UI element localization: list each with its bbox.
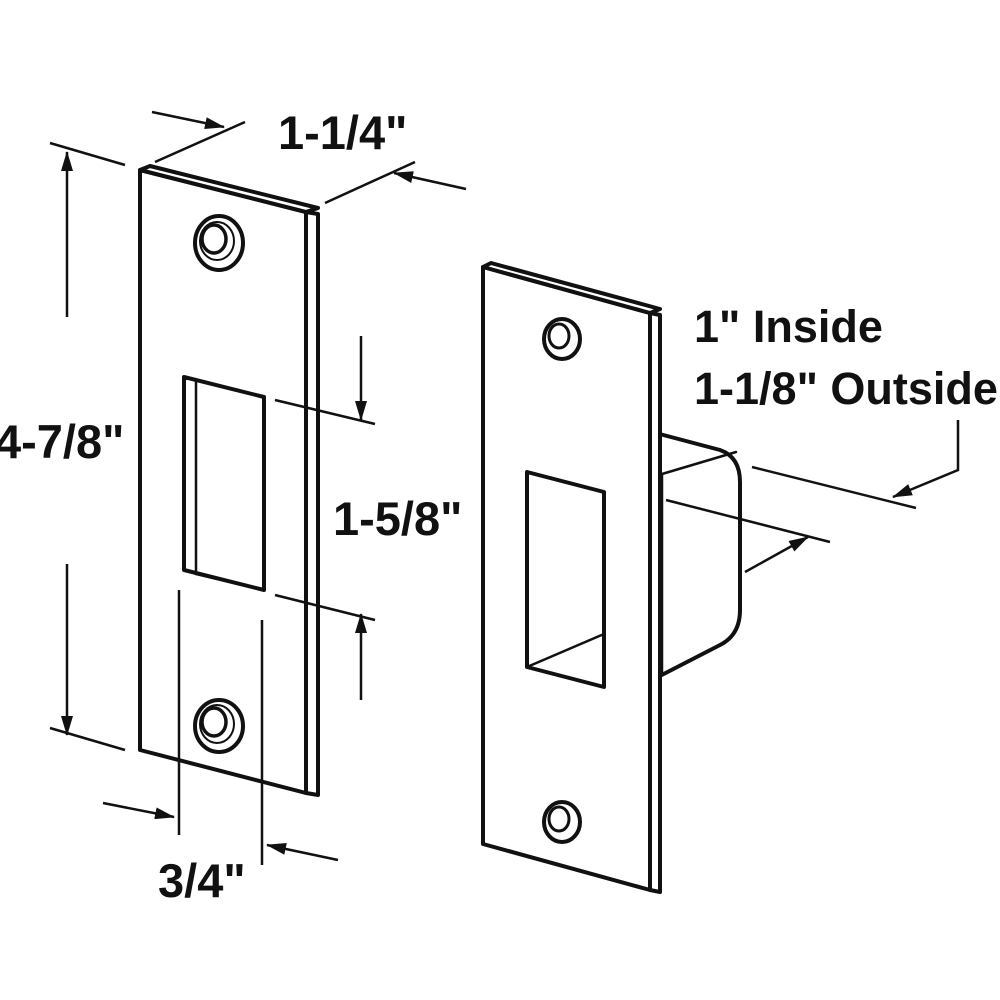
box-depth-inside-label: 1" Inside	[694, 301, 883, 352]
box-depth-outside-label: 1-1/8" Outside	[694, 363, 998, 414]
plate-height-label: 4-7/8"	[0, 415, 124, 468]
box-plate-opening	[525, 470, 606, 689]
plate-width-label: 1-1/4"	[278, 106, 407, 159]
plate-height-dimension-lines	[49, 141, 126, 752]
box-strike	[481, 261, 742, 894]
flat-plate-bottom-screw-hole	[193, 698, 245, 754]
box-strike-box	[650, 430, 742, 682]
opening-width-label: 3/4"	[158, 854, 246, 907]
opening-width-dimension-lines	[102, 590, 339, 865]
opening-height-dimension-lines	[274, 336, 376, 700]
flat-plate-top-screw-hole	[193, 214, 245, 272]
box-plate-top-screw-hole	[542, 317, 582, 361]
opening-height-label: 1-5/8"	[333, 492, 462, 545]
box-plate-top-edge	[481, 261, 662, 315]
box-depth-dimension-lines	[665, 420, 960, 574]
plate-width-dimension-lines	[151, 110, 467, 205]
flat-strike-plate	[138, 164, 320, 797]
box-plate-bottom-screw-hole	[542, 800, 582, 844]
